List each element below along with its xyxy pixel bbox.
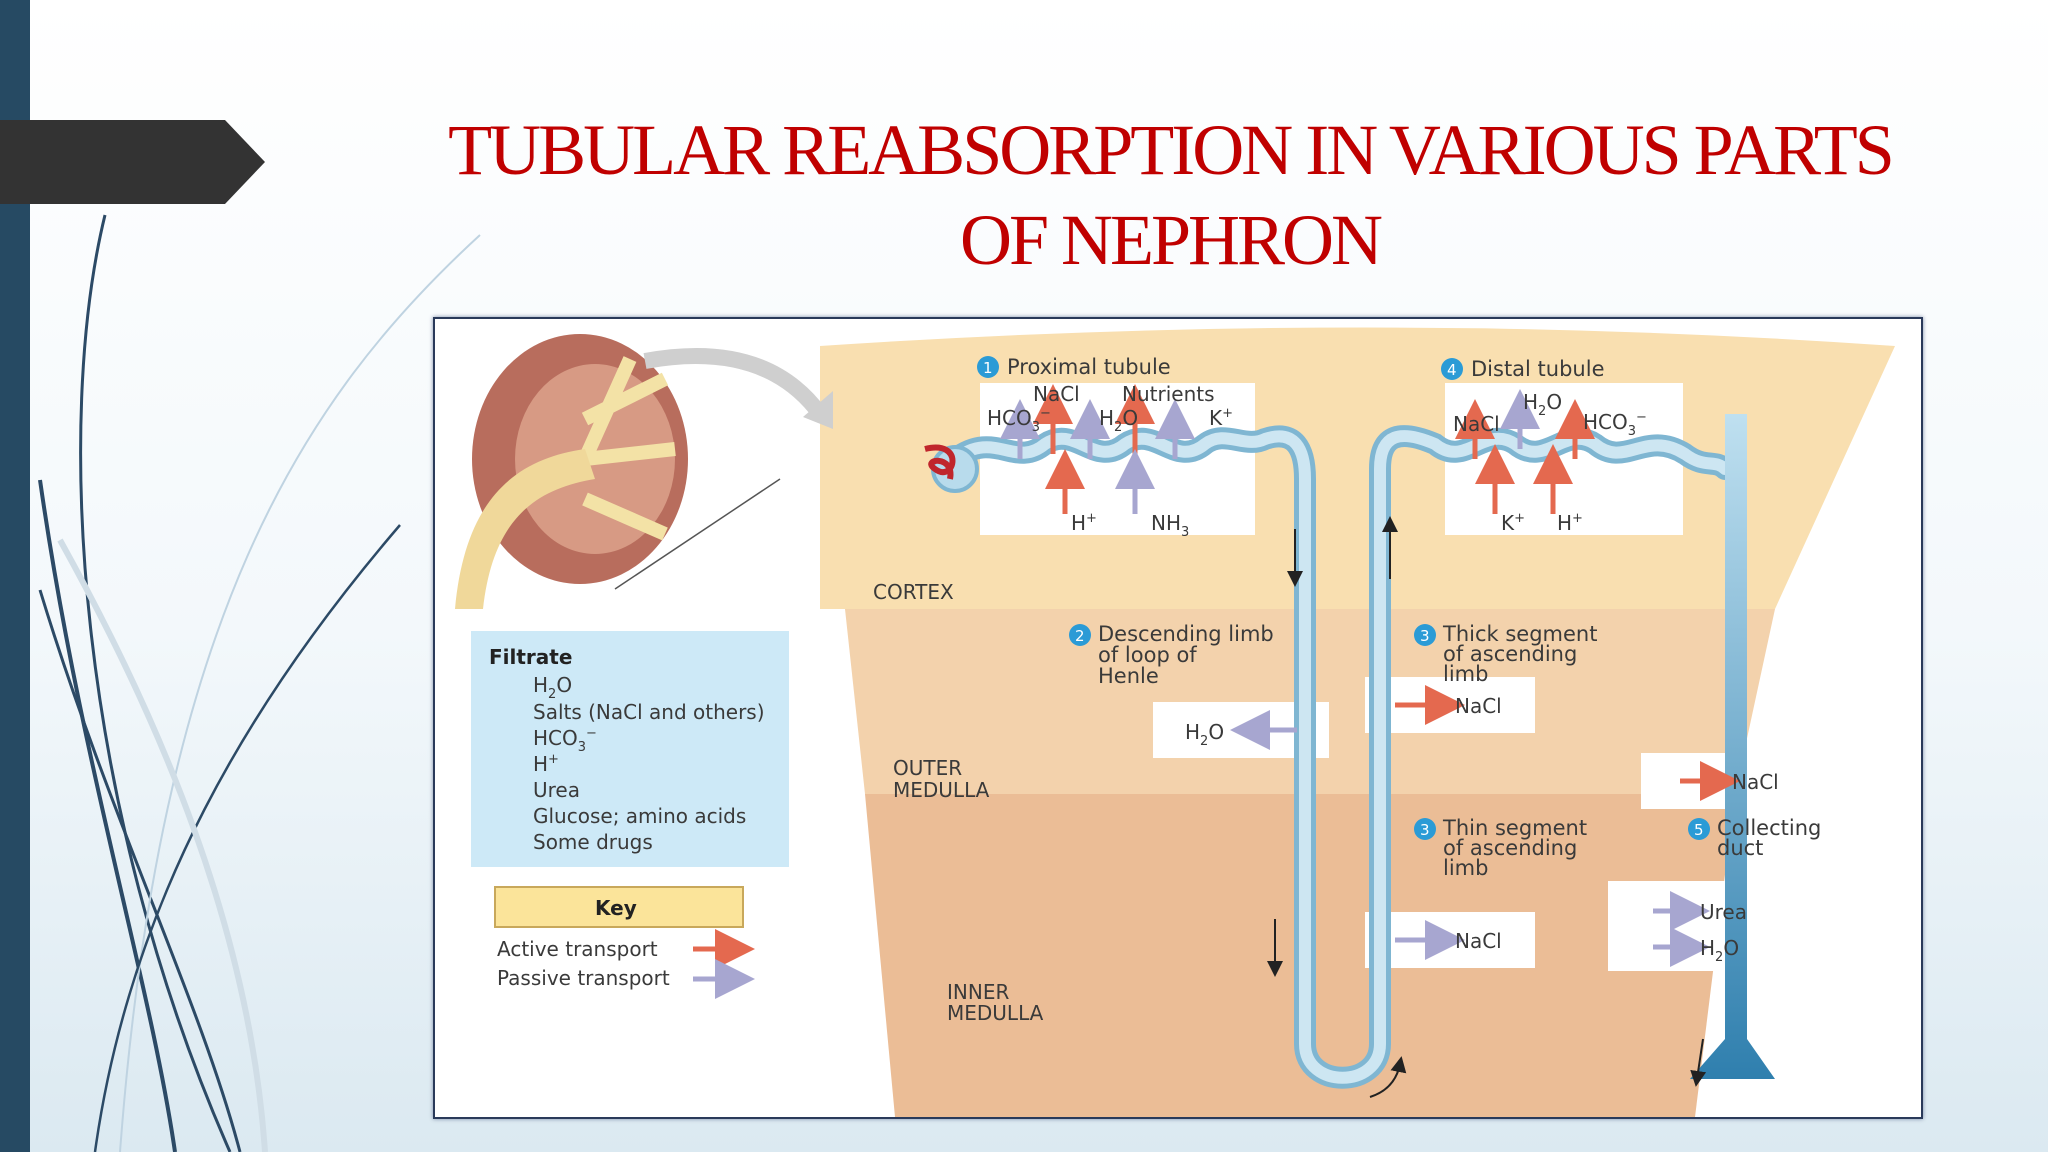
- svg-text:2: 2: [1075, 627, 1085, 645]
- proximal-nacl: NaCl: [1033, 382, 1080, 406]
- collecting-urea: Urea: [1700, 900, 1747, 924]
- svg-text:NH3: NH3: [1151, 511, 1189, 540]
- descending-line1: Descending limb: [1098, 622, 1274, 646]
- svg-text:HCO3−: HCO3−: [1583, 410, 1647, 439]
- zoom-arrow: [643, 348, 827, 419]
- svg-text:Urea: Urea: [533, 778, 580, 802]
- distal-nacl: NaCl: [1453, 412, 1500, 436]
- thin-box-nacl: NaCl: [1455, 929, 1502, 953]
- key-active: Active transport: [497, 937, 658, 961]
- svg-text:Filtrate: Filtrate: [489, 645, 572, 669]
- svg-text:H+: H+: [533, 752, 559, 776]
- svg-text:5: 5: [1694, 821, 1704, 839]
- kidney-illustration: [455, 334, 688, 609]
- badge-collecting: 5: [1688, 818, 1710, 840]
- thick-box-nacl: NaCl: [1455, 694, 1502, 718]
- badge-proximal: 1: [977, 356, 999, 378]
- inner-label-2: MEDULLA: [947, 1001, 1044, 1025]
- descending-line2: of loop of: [1098, 643, 1197, 667]
- slide-title: TUBULAR REABSORPTION IN VARIOUS PARTS OF…: [420, 105, 1920, 285]
- thin-line2: of ascending: [1443, 836, 1577, 860]
- collecting-line1: Collecting: [1717, 816, 1821, 840]
- svg-text:Key: Key: [595, 896, 637, 920]
- header-tab: [0, 120, 265, 204]
- thick-line2: of ascending: [1443, 642, 1577, 666]
- badge-thin: 3: [1414, 818, 1436, 840]
- svg-text:HCO3−: HCO3−: [533, 726, 597, 755]
- collecting-duct: [1690, 414, 1775, 1079]
- descending-line3: Henle: [1098, 664, 1159, 688]
- svg-text:Salts (NaCl and others): Salts (NaCl and others): [533, 700, 765, 724]
- svg-text:3: 3: [1420, 627, 1430, 645]
- badge-distal: 4: [1441, 358, 1463, 380]
- svg-text:H2O: H2O: [533, 673, 572, 702]
- thick-line3: limb: [1443, 662, 1488, 686]
- key-passive: Passive transport: [497, 966, 670, 990]
- outer-label-1: OUTER: [893, 756, 962, 780]
- proximal-nutrients: Nutrients: [1122, 382, 1215, 406]
- svg-text:Some drugs: Some drugs: [533, 830, 653, 854]
- svg-text:H2O: H2O: [1523, 390, 1562, 419]
- cortex-label: CORTEX: [873, 580, 954, 604]
- svg-text:H2O: H2O: [1185, 720, 1224, 749]
- collecting-line2: duct: [1717, 836, 1763, 860]
- filtrate-box: [471, 631, 789, 867]
- distal-title: Distal tubule: [1471, 357, 1605, 381]
- key-box: [494, 886, 744, 928]
- svg-text:H2O: H2O: [1700, 936, 1739, 965]
- badge-descending: 2: [1069, 624, 1091, 646]
- glomerulus: [924, 444, 956, 480]
- svg-text:H+: H+: [1557, 511, 1583, 535]
- svg-text:K+: K+: [1209, 406, 1233, 430]
- thin-line3: limb: [1443, 856, 1488, 880]
- title-line-2: OF NEPHRON: [959, 200, 1383, 280]
- proximal-title: Proximal tubule: [1007, 355, 1171, 379]
- collecting-box-nacl: NaCl: [1732, 770, 1779, 794]
- nephron-diagram: CORTEX OUTER MEDULLA INNER MEDULLA 1 4 2…: [433, 317, 1923, 1119]
- svg-text:4: 4: [1447, 361, 1457, 379]
- svg-text:K+: K+: [1501, 511, 1525, 535]
- outer-label-2: MEDULLA: [893, 778, 990, 802]
- inner-label-1: INNER: [947, 980, 1009, 1004]
- thin-line1: Thin segment: [1442, 816, 1587, 840]
- svg-text:H2O: H2O: [1099, 406, 1138, 435]
- svg-text:HCO3−: HCO3−: [987, 406, 1051, 435]
- svg-text:H+: H+: [1071, 511, 1097, 535]
- title-line-1: TUBULAR REABSORPTION IN VARIOUS PARTS: [448, 110, 1895, 190]
- badge-thick: 3: [1414, 624, 1436, 646]
- svg-text:3: 3: [1420, 821, 1430, 839]
- svg-text:Glucose; amino acids: Glucose; amino acids: [533, 804, 746, 828]
- thick-line1: Thick segment: [1442, 622, 1597, 646]
- svg-text:1: 1: [983, 359, 993, 377]
